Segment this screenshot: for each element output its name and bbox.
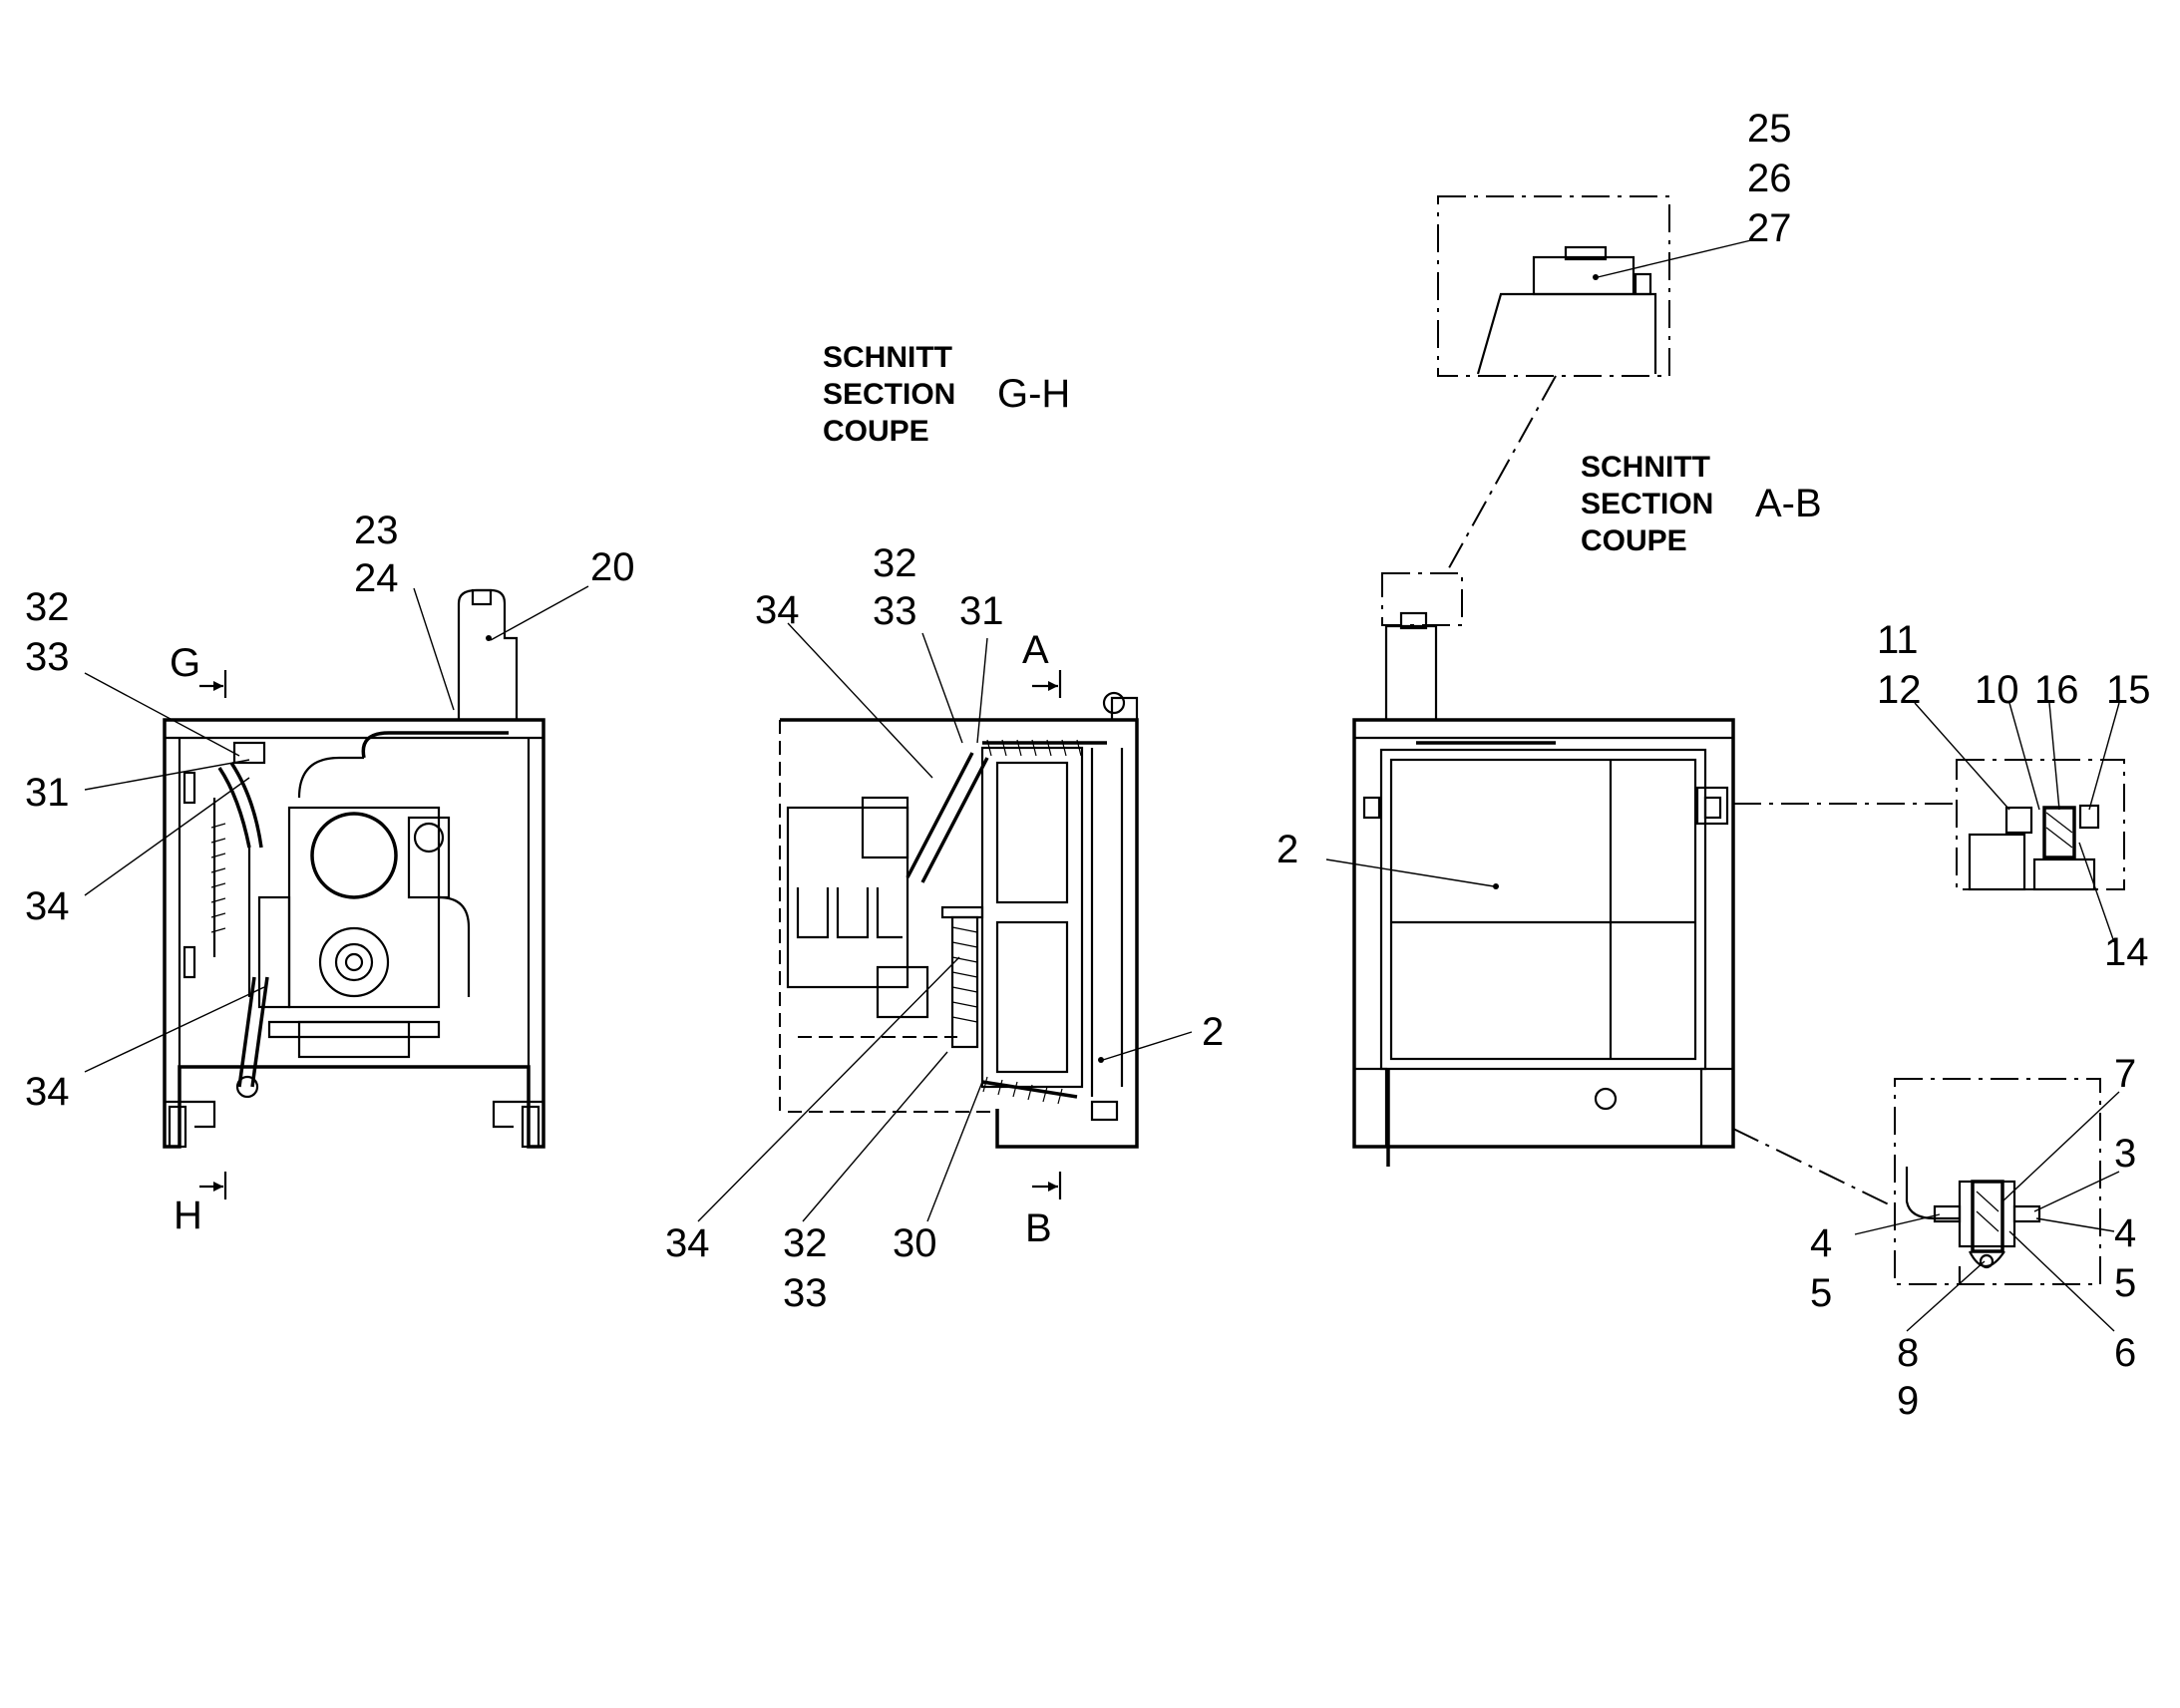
svg-text:SCHNITT: SCHNITT <box>823 341 952 374</box>
callout: 34 <box>755 588 800 632</box>
svg-text:SECTION: SECTION <box>1581 488 1713 520</box>
callout: 34 <box>665 1221 710 1265</box>
callout: 8 <box>1897 1331 1919 1375</box>
section-title-a-b: SCHNITT SECTION COUPE A-B <box>1581 451 1822 557</box>
callout: 31 <box>25 771 70 815</box>
section-markers: G H A B <box>170 628 1052 1250</box>
callout: 33 <box>873 589 917 633</box>
callouts-left-view: 32 33 31 34 34 23 24 20 <box>25 509 635 1114</box>
callout: 34 <box>25 1070 70 1114</box>
section-marker-a: A <box>1022 628 1049 672</box>
callout: 5 <box>2114 1261 2136 1305</box>
callouts-right-view: 25 26 27 2 <box>1276 107 1792 871</box>
svg-text:COUPE: COUPE <box>1581 524 1687 557</box>
svg-text:SECTION: SECTION <box>823 378 955 411</box>
callout: 26 <box>1747 157 1792 200</box>
section-marker-g: G <box>170 641 200 685</box>
callout: 10 <box>1975 668 2019 712</box>
callout: 16 <box>2034 668 2079 712</box>
leader-lines <box>84 238 2120 1332</box>
callout: 20 <box>590 545 635 589</box>
callouts-detail-upper: 11 12 10 16 15 14 <box>1877 618 2151 974</box>
callout: 32 <box>873 541 917 585</box>
section-marker-b: B <box>1025 1206 1052 1250</box>
callout: 33 <box>25 635 70 679</box>
middle-view-side-section <box>779 670 1139 1199</box>
callout: 33 <box>783 1271 828 1315</box>
callout: 23 <box>354 509 399 552</box>
callout: 14 <box>2104 930 2149 974</box>
section-title-g-h: SCHNITT SECTION COUPE G-H <box>823 341 1070 448</box>
callouts-middle-view: 34 32 33 31 2 34 32 33 30 <box>665 541 1224 1315</box>
svg-text:COUPE: COUPE <box>823 415 929 448</box>
callout: 32 <box>783 1221 828 1265</box>
callouts-detail-lower: 7 3 4 5 4 5 8 9 6 <box>1810 1052 2136 1423</box>
callout: 31 <box>959 589 1004 633</box>
callout: 4 <box>2114 1211 2136 1255</box>
svg-text:SCHNITT: SCHNITT <box>1581 451 1710 484</box>
svg-text:G-H: G-H <box>997 372 1070 416</box>
right-view-rear-section <box>1352 195 2125 1285</box>
callout: 5 <box>1810 1271 1832 1315</box>
callout: 27 <box>1747 206 1792 250</box>
callout: 2 <box>1202 1010 1224 1054</box>
callout: 34 <box>25 884 70 928</box>
callout: 15 <box>2106 668 2151 712</box>
callout: 24 <box>354 556 399 600</box>
callout: 12 <box>1877 668 1922 712</box>
section-marker-h: H <box>174 1194 202 1237</box>
callout: 25 <box>1747 107 1792 151</box>
callout: 4 <box>1810 1221 1832 1265</box>
callout: 3 <box>2114 1132 2136 1176</box>
left-view-engine-front <box>163 588 545 1199</box>
callout: 2 <box>1276 828 1298 871</box>
svg-text:A-B: A-B <box>1755 482 1822 525</box>
callout: 6 <box>2114 1331 2136 1375</box>
callout: 9 <box>1897 1379 1919 1423</box>
callout: 11 <box>1877 618 1919 662</box>
callout: 30 <box>893 1221 937 1265</box>
callout: 32 <box>25 585 70 629</box>
callout: 7 <box>2114 1052 2136 1096</box>
